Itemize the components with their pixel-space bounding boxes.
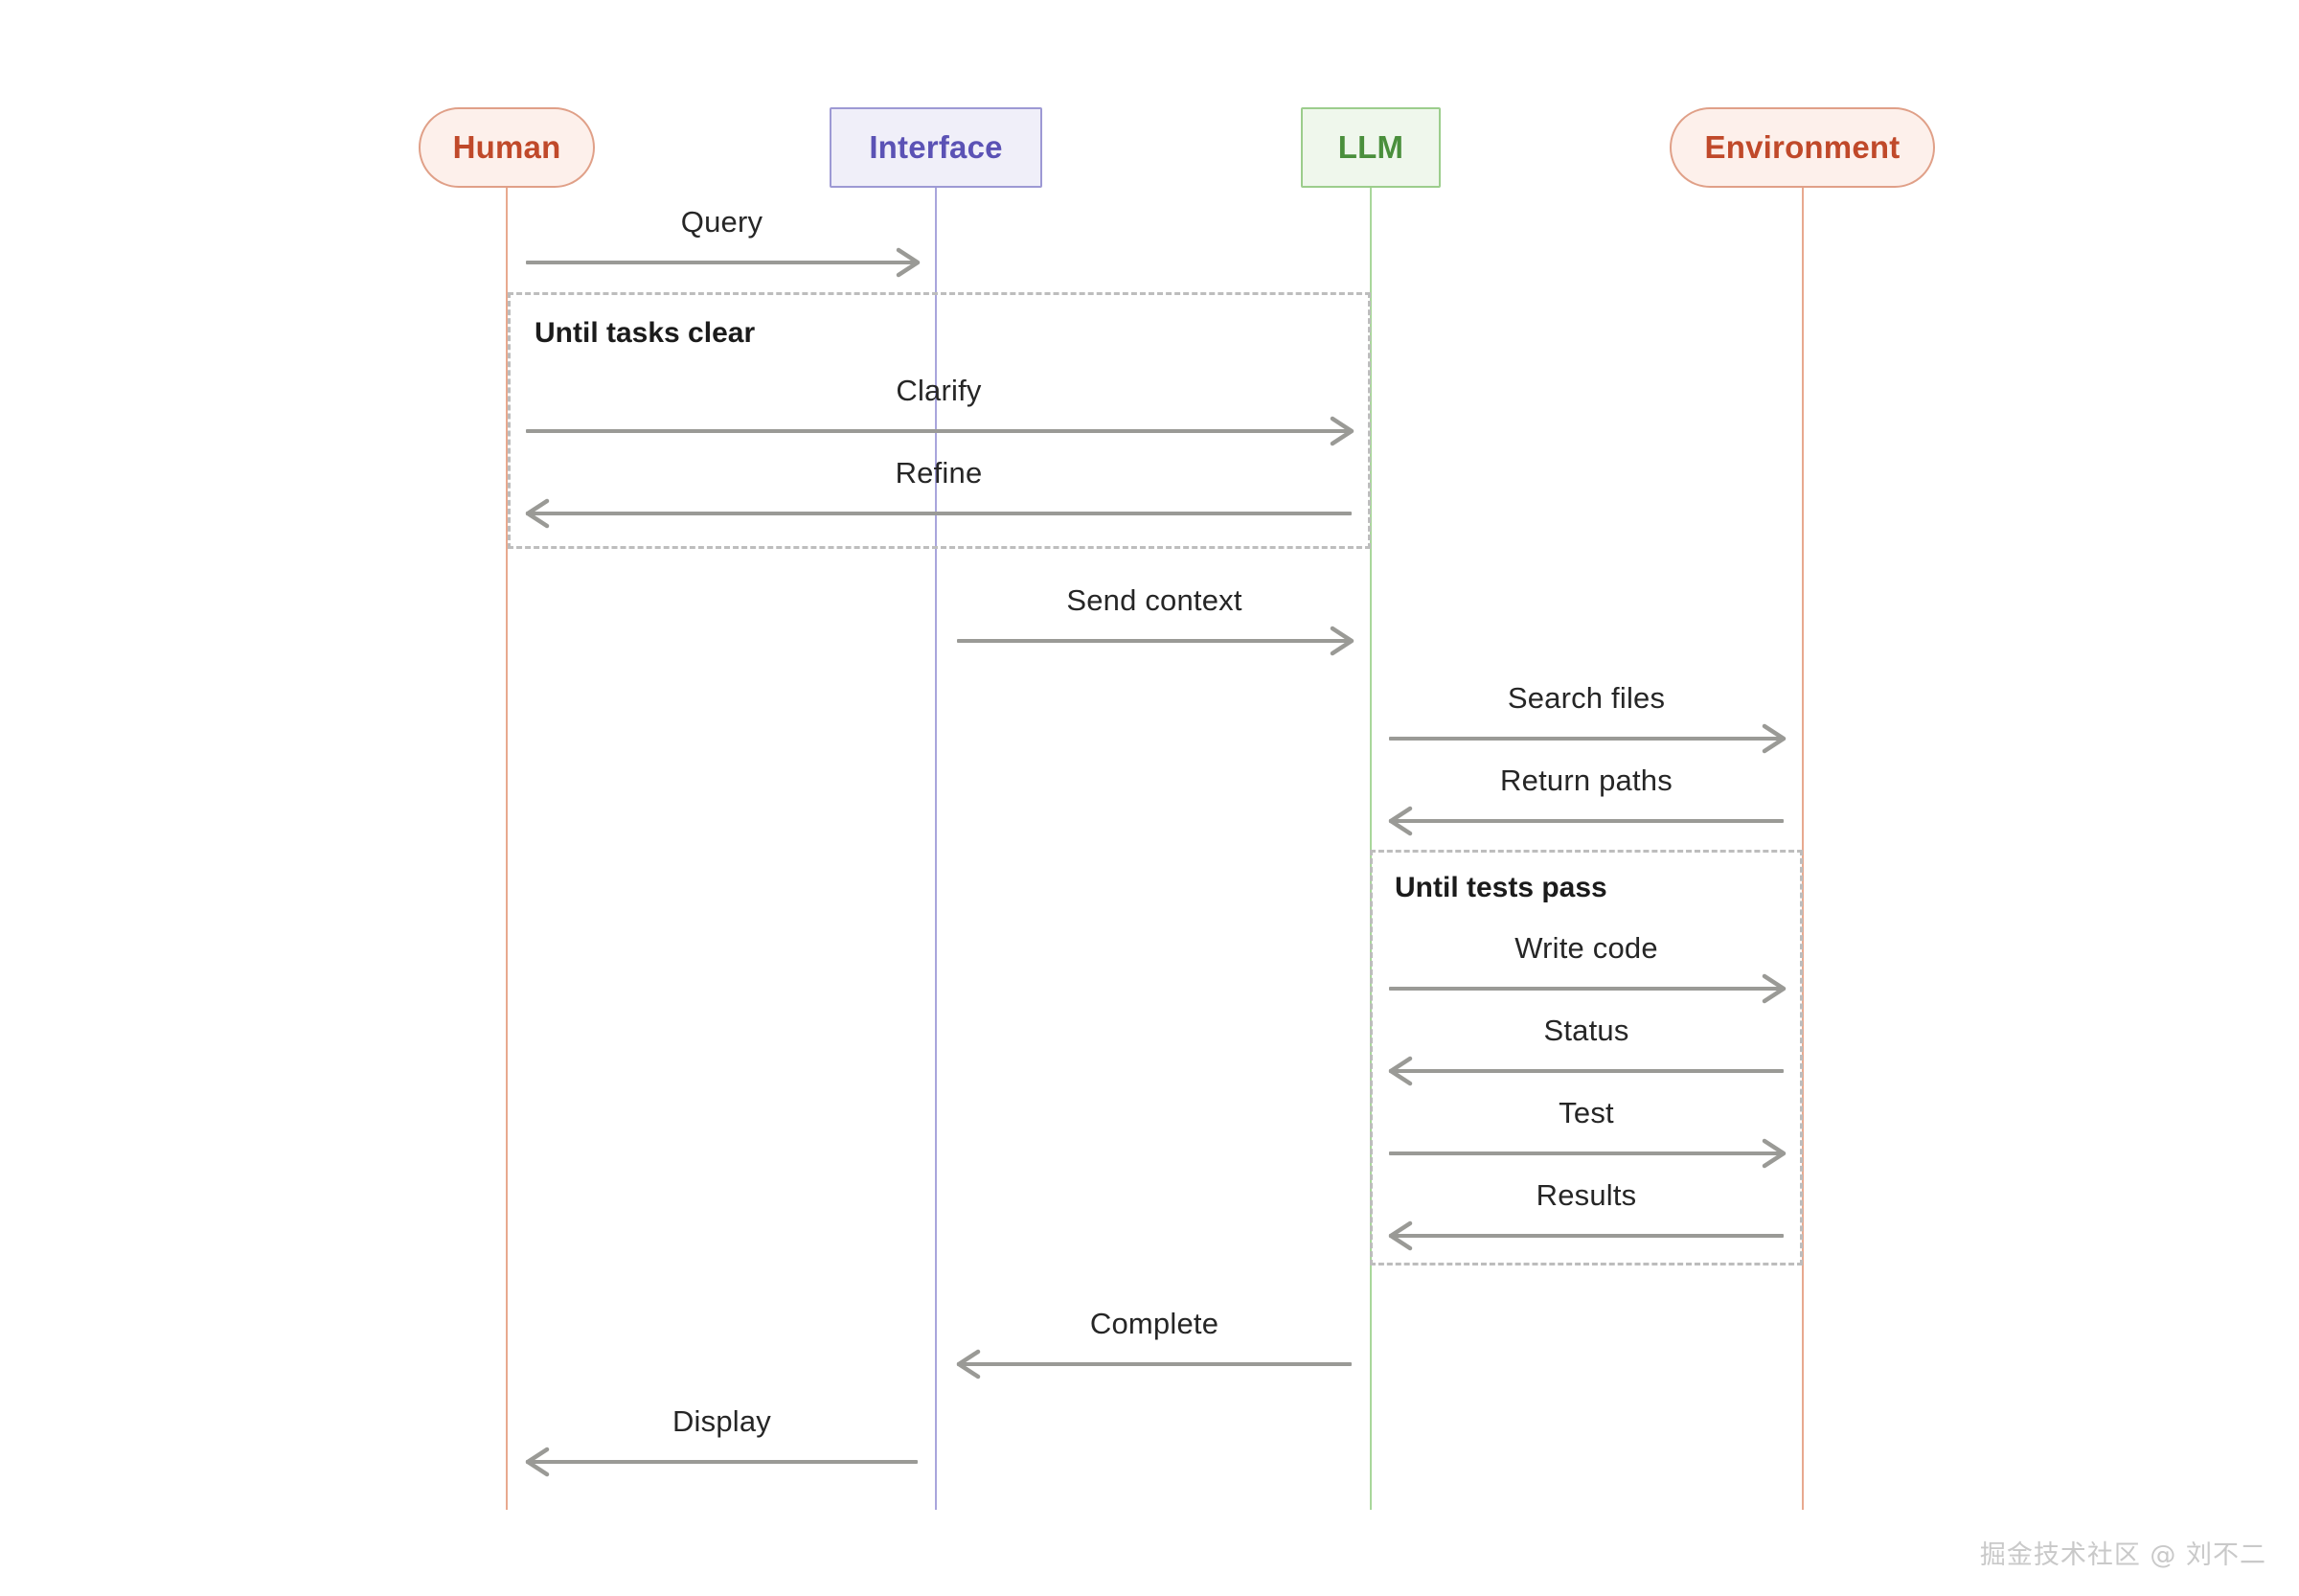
fragment-label-until-tasks-clear: Until tasks clear xyxy=(535,317,756,349)
message-line-write-code xyxy=(1389,987,1784,991)
participant-environment[interactable]: Environment xyxy=(1670,107,1935,188)
message-line-search-files xyxy=(1389,737,1784,741)
lifeline-interface xyxy=(935,188,937,1510)
arrowhead-right-icon xyxy=(1761,1138,1787,1169)
message-line-clarify xyxy=(526,429,1352,433)
watermark: 掘金技术社区 @ 刘不二 xyxy=(1979,1540,2266,1570)
arrowhead-right-icon xyxy=(1761,723,1787,754)
message-label-test: Test xyxy=(1559,1096,1614,1129)
message-line-return-paths xyxy=(1389,819,1784,823)
message-label-status: Status xyxy=(1543,1014,1629,1047)
arrowhead-right-icon xyxy=(1329,626,1354,656)
participant-human[interactable]: Human xyxy=(419,107,595,188)
fragment-label-until-tests-pass: Until tests pass xyxy=(1395,872,1607,903)
participant-llm[interactable]: LLM xyxy=(1301,107,1441,188)
arrowhead-left-icon xyxy=(524,498,550,529)
arrowhead-left-icon xyxy=(1387,1220,1413,1251)
message-line-results xyxy=(1389,1234,1784,1238)
fragment-until-tasks-clear xyxy=(508,292,1371,549)
message-line-complete xyxy=(957,1362,1352,1366)
message-label-clarify: Clarify xyxy=(896,374,982,407)
message-label-display: Display xyxy=(671,1404,772,1438)
arrowhead-left-icon xyxy=(1387,1056,1413,1086)
message-label-refine: Refine xyxy=(895,456,983,490)
message-line-refine xyxy=(526,512,1352,515)
fragment-until-tests-pass xyxy=(1370,850,1803,1265)
message-label-search-files: Search files xyxy=(1507,681,1666,715)
message-label-query: Query xyxy=(680,205,763,239)
arrowhead-right-icon xyxy=(895,247,921,278)
message-line-test xyxy=(1389,1151,1784,1155)
message-label-complete: Complete xyxy=(1089,1307,1219,1340)
arrowhead-left-icon xyxy=(524,1447,550,1477)
message-line-query xyxy=(526,261,918,264)
message-line-send-context xyxy=(957,639,1352,643)
lifeline-human xyxy=(506,188,508,1510)
message-label-return-paths: Return paths xyxy=(1500,764,1673,797)
lifeline-environment xyxy=(1802,188,1804,1510)
message-label-write-code: Write code xyxy=(1514,931,1658,965)
message-line-display xyxy=(526,1460,918,1464)
arrowhead-left-icon xyxy=(955,1349,981,1379)
message-line-status xyxy=(1389,1069,1784,1073)
arrowhead-right-icon xyxy=(1329,416,1354,446)
lifeline-llm xyxy=(1370,188,1372,1510)
message-label-send-context: Send context xyxy=(1066,583,1242,617)
arrowhead-right-icon xyxy=(1761,973,1787,1004)
participant-interface[interactable]: Interface xyxy=(830,107,1042,188)
message-label-results: Results xyxy=(1536,1178,1637,1212)
arrowhead-left-icon xyxy=(1387,806,1413,836)
